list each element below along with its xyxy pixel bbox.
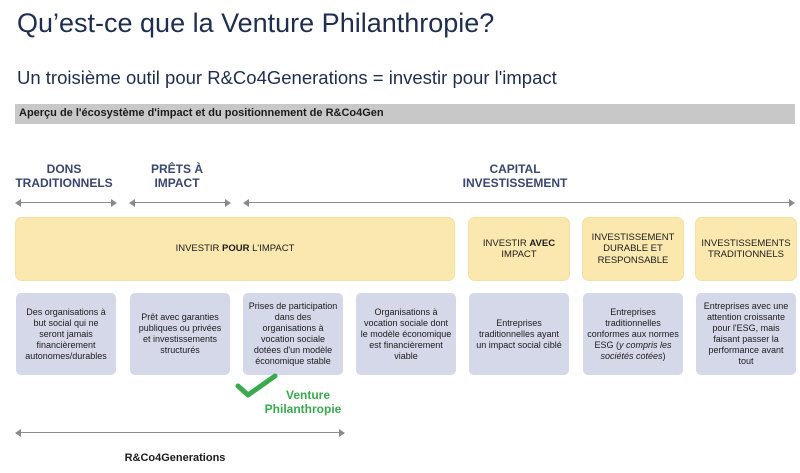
box-investir-pour-impact: INVESTIR POUR L'IMPACT <box>16 218 454 280</box>
durable-description-text: Entreprises traditionnelles conformes au… <box>587 306 679 361</box>
box-investissements-traditionnels: INVESTISSEMENTS TRADITIONNELS <box>696 218 796 280</box>
traditionnels-label: INVESTISSEMENTS TRADITIONNELS <box>701 237 791 261</box>
venture-philanthropie-label: Venture Philanthropie <box>238 388 348 416</box>
arrow-rco4generations <box>15 429 345 437</box>
page-title: Qu’est-ce que la Venture Philanthropie? <box>17 8 495 38</box>
venture-label-line2: Philanthropie <box>264 402 342 416</box>
category-prets-line1: PRÊTS À <box>150 162 203 176</box>
dons-description-text: Des organisations à but social qui ne se… <box>25 306 107 361</box>
arrow-prets <box>129 199 231 207</box>
box-venture-description: Prises de participation dans des organis… <box>243 293 343 375</box>
category-dons-line2: TRADITIONNELS <box>15 176 113 190</box>
box-durable-description: Entreprises traditionnelles conformes au… <box>583 293 683 375</box>
category-prets-line2: IMPACT <box>154 176 200 190</box>
arrow-capital <box>243 199 795 207</box>
box-prets-description: Prêt avec garanties publiques ou privées… <box>130 293 230 375</box>
avec-impact-description-text: Entreprises traditionnelles ayant un imp… <box>476 317 562 350</box>
category-capital: CAPITAL INVESTISSEMENT <box>440 162 590 190</box>
arrow-dons <box>15 199 117 207</box>
vocation-sociale-text: Organisations à vocation sociale dont le… <box>360 306 452 361</box>
category-dons-line1: DONS <box>46 162 82 176</box>
rco4generations-label: R&Co4Generations <box>124 452 226 464</box>
venture-description-text: Prises de participation dans des organis… <box>248 301 338 366</box>
pour-impact-label: INVESTIR POUR L'IMPACT <box>175 243 295 255</box>
prets-description-text: Prêt avec garanties publiques ou privées… <box>138 312 222 355</box>
category-capital-line2: INVESTISSEMENT <box>462 176 568 190</box>
box-dons-description: Des organisations à but social qui ne se… <box>16 293 116 375</box>
category-prets: PRÊTS À IMPACT <box>128 162 226 190</box>
box-investissement-durable: INVESTISSEMENT DURABLE ET RESPONSABLE <box>583 218 683 280</box>
box-avec-impact-description: Entreprises traditionnelles ayant un imp… <box>469 293 569 375</box>
check-icon <box>235 373 278 398</box>
durable-label: INVESTISSEMENT DURABLE ET RESPONSABLE <box>591 231 675 266</box>
page-subtitle: Un troisième outil pour R&Co4Generations… <box>17 67 557 88</box>
box-traditionnels-description: Entreprises avec une attention croissant… <box>696 293 796 375</box>
box-vocation-sociale-description: Organisations à vocation sociale dont le… <box>356 293 456 375</box>
category-capital-line1: CAPITAL <box>489 162 541 176</box>
section-banner: Aperçu de l'écosystème d'impact et du po… <box>15 104 795 124</box>
venture-label-line1: Venture <box>285 388 330 402</box>
traditionnels-description-text: Entreprises avec une attention croissant… <box>703 301 789 366</box>
category-dons: DONS TRADITIONNELS <box>15 162 113 190</box>
banner-text: Aperçu de l'écosystème d'impact et du po… <box>19 107 384 119</box>
